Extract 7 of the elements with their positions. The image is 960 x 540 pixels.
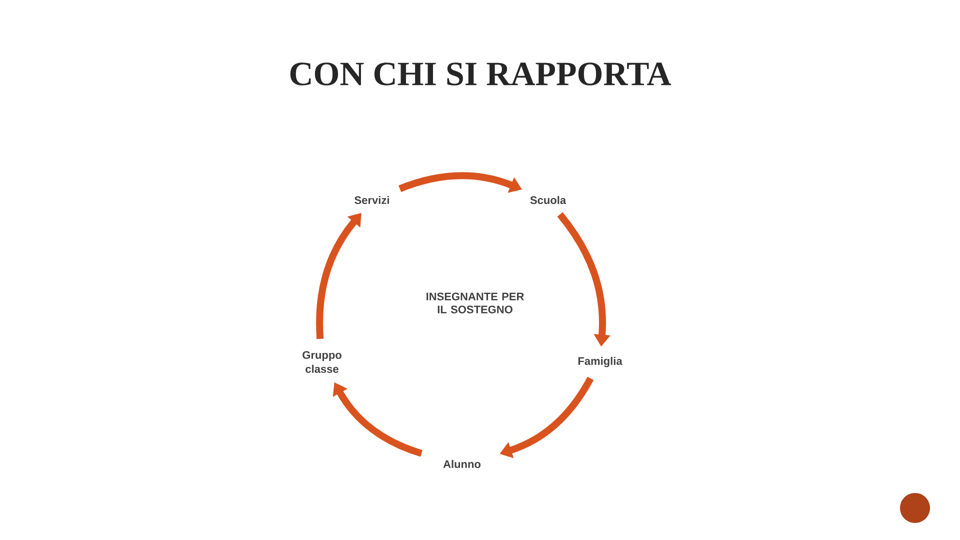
node-label: Alunno bbox=[443, 460, 481, 468]
node-label: Servizi bbox=[354, 196, 389, 204]
node-label: Gruppo classe bbox=[302, 351, 342, 373]
node-label: Scuola bbox=[530, 196, 566, 204]
node-label: Famiglia bbox=[578, 356, 622, 368]
title: CON CHI SI RAPPORTA bbox=[290, 62, 672, 86]
center-label: INSEGNANTE PER IL SOSTEGNO bbox=[426, 292, 524, 314]
